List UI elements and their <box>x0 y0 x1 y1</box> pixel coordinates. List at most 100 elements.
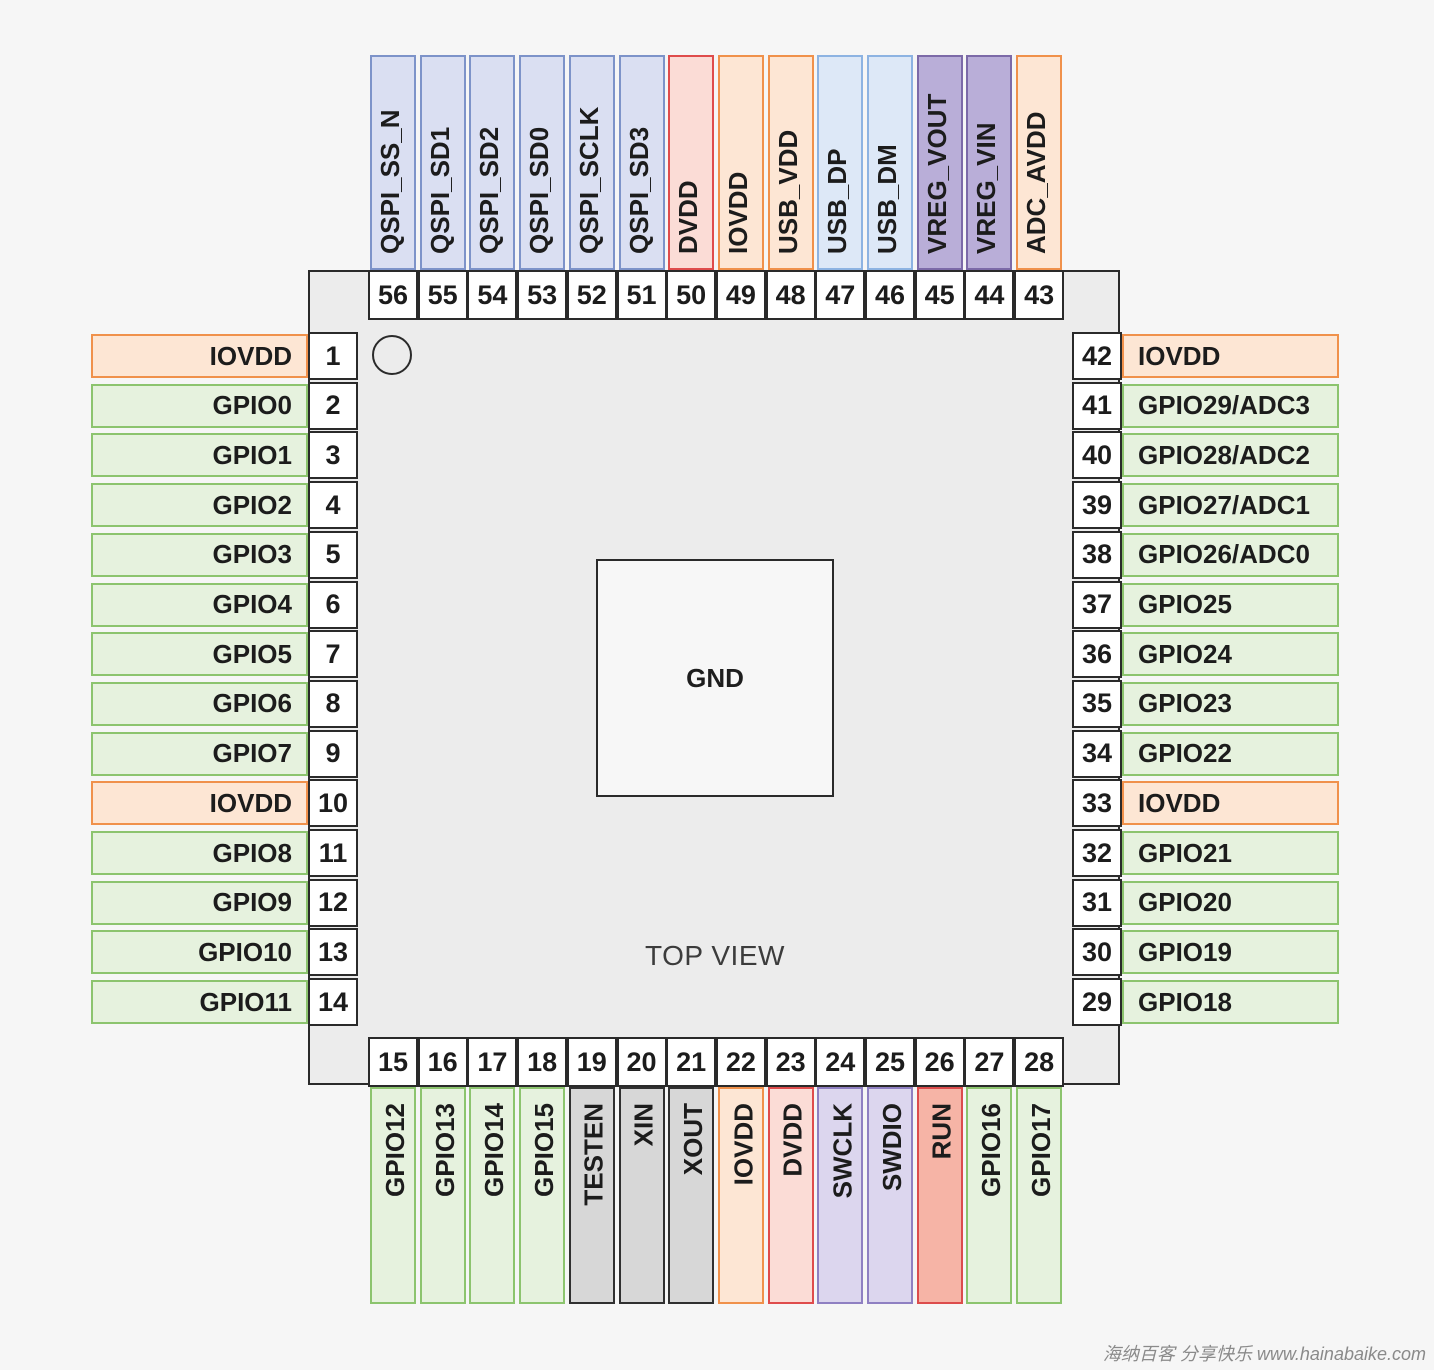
pin-label-text: GPIO15 <box>529 1103 560 1197</box>
pin-label-text: USB_DM <box>872 144 902 254</box>
pin-label: GPIO29/ADC3 <box>1122 383 1339 428</box>
pin-number: 52 <box>566 270 617 320</box>
pin-label: IOVDD <box>717 55 764 270</box>
pin-label: QSPI_SS_N <box>370 55 416 270</box>
pin-number: 1 <box>308 332 358 380</box>
pin-number: 35 <box>1072 679 1122 728</box>
pin-label: GPIO20 <box>1122 880 1339 925</box>
pin-label: IOVDD <box>1122 334 1339 378</box>
pin-number: 54 <box>467 270 518 320</box>
pin-number: 21 <box>666 1037 717 1087</box>
pin-label: GPIO28/ADC2 <box>1122 433 1339 478</box>
pin-number: 31 <box>1072 878 1122 927</box>
pin1-indicator-dot <box>372 335 412 375</box>
pin-label-text: GPIO14 <box>479 1103 510 1197</box>
pin-label: IOVDD <box>1122 781 1339 826</box>
pin-number: 23 <box>765 1037 816 1087</box>
pin-number: 27 <box>964 1037 1015 1087</box>
pin-label: ADC_AVDD <box>1016 55 1063 270</box>
pin-number: 14 <box>308 978 358 1027</box>
pin-number: 33 <box>1072 779 1122 828</box>
pin-label-text: USB_DP <box>822 148 853 254</box>
pin-label: USB_VDD <box>767 55 814 270</box>
ground-pad-label: GND <box>686 662 744 693</box>
pin-label: RUN <box>916 1087 963 1304</box>
view-label: TOP VIEW <box>645 940 785 971</box>
pin-label: GPIO13 <box>419 1087 466 1304</box>
pin-number: 30 <box>1072 928 1122 977</box>
pin-label-text: QSPI_SCLK <box>573 106 604 254</box>
pin-label-text: GPIO17 <box>1026 1103 1057 1197</box>
pin-label-text: DVDD <box>777 1103 808 1177</box>
pin-number: 18 <box>517 1037 568 1087</box>
pin-label: GPIO1 <box>91 433 308 478</box>
pin-label: GPIO22 <box>1122 731 1339 776</box>
pin-label: GPIO4 <box>91 582 308 627</box>
pin-label: GPIO15 <box>519 1087 566 1304</box>
pin-label: USB_DP <box>817 55 864 270</box>
pin-number: 39 <box>1072 481 1122 530</box>
pin-number: 26 <box>914 1037 965 1087</box>
pin-number: 19 <box>566 1037 617 1087</box>
pin-label: TESTEN <box>568 1087 615 1304</box>
pin-label: GPIO23 <box>1122 681 1339 726</box>
pin-number: 38 <box>1072 530 1122 579</box>
pin-number: 17 <box>467 1037 518 1087</box>
pin-number: 13 <box>308 928 358 977</box>
pin-label-text: IOVDD <box>722 171 753 254</box>
pin-label: GPIO14 <box>469 1087 516 1304</box>
pin-number: 4 <box>308 481 358 530</box>
pin-number: 22 <box>715 1037 766 1087</box>
pin-number: 45 <box>914 270 965 320</box>
pin-label: QSPI_SD2 <box>469 55 516 270</box>
pin-number: 49 <box>715 270 766 320</box>
pin-number: 12 <box>308 878 358 927</box>
pin-label: GPIO25 <box>1122 582 1339 627</box>
pin-label: QSPI_SD3 <box>618 55 665 270</box>
pin-label-text: SWCLK <box>827 1103 858 1199</box>
pin-label-text: XIN <box>628 1103 659 1147</box>
pin-label: QSPI_SCLK <box>568 55 615 270</box>
pin-label-text: GPIO16 <box>976 1103 1007 1197</box>
pin-number: 6 <box>308 580 358 629</box>
pin-number: 47 <box>815 270 866 320</box>
pin-label-text: IOVDD <box>727 1103 758 1186</box>
pin-label: GPIO0 <box>91 383 308 428</box>
pin-label: GPIO3 <box>91 532 308 577</box>
pin-label: VREG_VOUT <box>916 55 963 270</box>
pin-label-text: GPIO12 <box>380 1103 410 1197</box>
watermark: 海纳百客 分享快乐 www.hainabaike.com <box>1102 1344 1426 1364</box>
pin-label: QSPI_SD1 <box>419 55 466 270</box>
pin-label-text: QSPI_SD2 <box>474 126 505 254</box>
pin-label: GPIO2 <box>91 483 308 528</box>
pin-label-text: ADC_AVDD <box>1021 111 1052 254</box>
pin-label-text: RUN <box>926 1103 957 1160</box>
pin-number: 55 <box>417 270 468 320</box>
pin-number: 37 <box>1072 580 1122 629</box>
pin-label: SWDIO <box>867 1087 913 1304</box>
pin-label: USB_DM <box>867 55 913 270</box>
pin-number: 42 <box>1072 332 1122 380</box>
pin-label: GPIO18 <box>1122 980 1339 1025</box>
pin-number: 20 <box>616 1037 667 1087</box>
pin-label: XIN <box>618 1087 665 1304</box>
pin-label: DVDD <box>668 55 715 270</box>
pin-label: IOVDD <box>91 334 308 378</box>
pin-label: XOUT <box>668 1087 715 1304</box>
pin-label: GPIO9 <box>91 880 308 925</box>
pin-label: GPIO24 <box>1122 632 1339 677</box>
pin-number: 2 <box>308 381 358 430</box>
pin-number: 8 <box>308 679 358 728</box>
pin-label-text: QSPI_SD0 <box>524 126 555 254</box>
pin-label: GPIO10 <box>91 930 308 975</box>
pin-number: 46 <box>865 270 915 320</box>
pin-label-text: QSPI_SS_N <box>375 109 405 254</box>
pin-label-text: TESTEN <box>578 1103 609 1206</box>
pin-label-text: USB_VDD <box>772 129 803 254</box>
pin-number: 3 <box>308 431 358 480</box>
pin-label: IOVDD <box>717 1087 764 1304</box>
pin-label: GPIO21 <box>1122 831 1339 875</box>
pin-label-text: GPIO13 <box>429 1103 460 1197</box>
pin-number: 48 <box>765 270 816 320</box>
pin-label: GPIO8 <box>91 831 308 875</box>
